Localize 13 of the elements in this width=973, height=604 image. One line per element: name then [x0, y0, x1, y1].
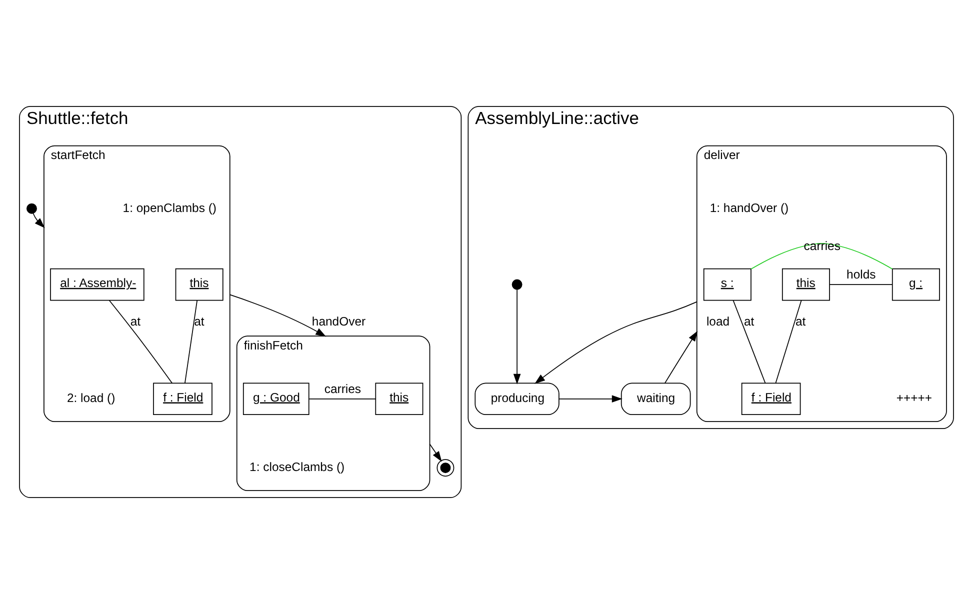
edge-label: handOver — [312, 314, 366, 329]
edge-label: carries — [324, 382, 362, 396]
label: +++++ — [896, 391, 932, 406]
edge-label: at — [796, 314, 806, 329]
label: 1: handOver () — [710, 200, 789, 215]
label: 1: closeClambs () — [250, 460, 345, 474]
edge-label: load — [706, 314, 730, 329]
edge-label: holds — [846, 268, 876, 282]
edge-label: at — [194, 314, 204, 329]
label: 2: load () — [66, 391, 116, 406]
edge-label: at — [130, 314, 141, 329]
edge-label: at — [744, 314, 754, 329]
label: 1: openClambs () — [122, 200, 217, 215]
